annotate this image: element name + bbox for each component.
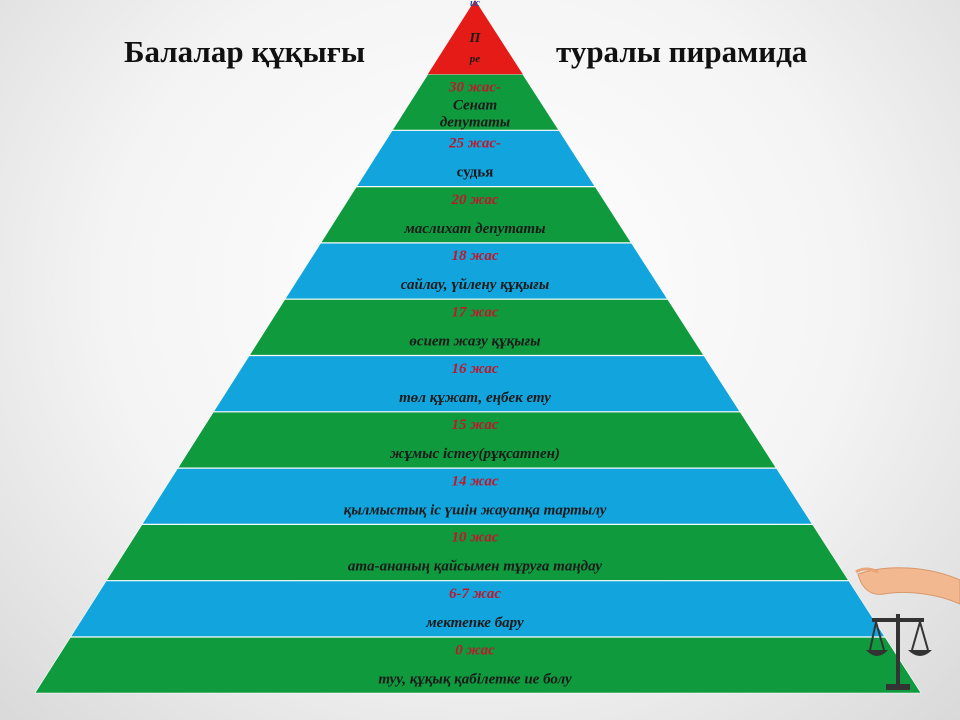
pyramid-tier — [213, 355, 741, 412]
tier-age-label: 10 жас — [452, 530, 499, 546]
apex-top-label: ис — [470, 0, 481, 9]
pyramid-tier — [356, 130, 596, 187]
tier-description-line-2: депутаты — [440, 114, 510, 130]
pyramid-tier — [284, 242, 668, 300]
tier-description: Сенат — [453, 97, 497, 113]
tier-age-label: 25 жас- — [448, 136, 501, 152]
pyramid-tier — [177, 411, 777, 469]
pyramid-tier — [320, 186, 632, 243]
tier-description: төл құжат, еңбек ету — [399, 390, 551, 406]
tier-age-label: 17 жас — [452, 305, 499, 321]
tier-description: жұмыс істеу(рұқсатпен) — [390, 446, 560, 462]
pyramid-tier — [34, 636, 922, 694]
tier-description: мектепке бару — [425, 615, 524, 631]
apex-line-2: ре — [469, 53, 481, 65]
tier-age-label: 20 жас — [451, 192, 499, 208]
apex-triangle — [427, 0, 523, 75]
tier-age-label: 14 жас — [452, 473, 499, 489]
pyramid-tiers: 0 жас туу, құқық қабілетке ие болу 6-7 жас… — [34, 74, 922, 694]
scales-of-justice-icon — [866, 614, 932, 690]
tier-age-label: 0 жас — [455, 642, 495, 658]
pyramid-tier — [141, 468, 813, 525]
pyramid-apex: ис П ре — [427, 0, 523, 75]
tier-age-label: 6-7 жас — [449, 586, 501, 602]
tier-age-label: 18 жас — [452, 248, 499, 264]
tier-description: судья — [457, 165, 494, 181]
page-title-left: Балалар құқығы — [124, 34, 366, 69]
tier-age-label: 16 жас — [452, 361, 499, 377]
tier-age-label: 15 жас — [452, 417, 499, 433]
tier-description: өсиет жазу құқығы — [409, 334, 540, 350]
pyramid-tier — [70, 580, 886, 638]
pyramid-tier — [248, 299, 705, 356]
tier-description: маслихат депутаты — [403, 221, 545, 237]
page-title-right: туралы пирамида — [556, 34, 808, 69]
tier-description: туу, құқық қабілетке ие болу — [378, 671, 572, 687]
apex-line-1: П — [469, 31, 482, 46]
tier-description: ата-ананың қайсымен тұруға таңдау — [348, 559, 602, 575]
tier-age-label: 30 жас- — [448, 79, 501, 95]
tier-description: сайлау, үйлену құқығы — [401, 277, 550, 293]
tier-description: қылмыстық іс үшін жауапқа тартылу — [344, 502, 607, 518]
protecting-hand-icon — [855, 567, 960, 690]
pyramid-tier — [105, 524, 850, 581]
